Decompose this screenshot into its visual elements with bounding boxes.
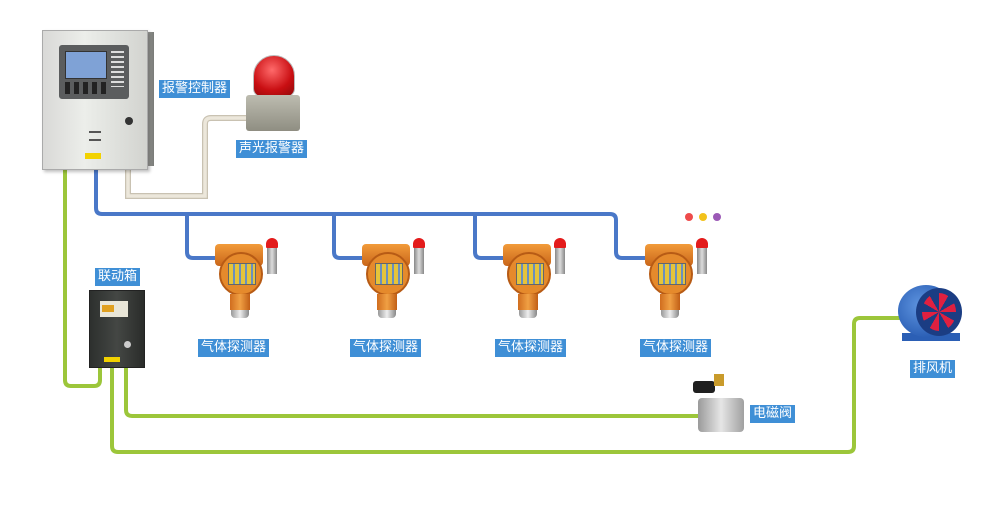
dot-purple-icon bbox=[713, 213, 721, 221]
valve-coil-icon bbox=[693, 381, 715, 393]
controller-label: 报警控制器 bbox=[159, 80, 231, 98]
linkage-box-label: 联动箱 bbox=[95, 268, 141, 286]
valve-body bbox=[698, 398, 744, 432]
detector-beacon-pole bbox=[697, 246, 707, 274]
valve-label: 电磁阀 bbox=[750, 405, 796, 423]
detector-beacon-icon bbox=[413, 238, 425, 248]
detector-display bbox=[219, 252, 263, 296]
valve-cap bbox=[714, 374, 724, 386]
controller-control-panel bbox=[59, 45, 129, 99]
detector-display bbox=[649, 252, 693, 296]
detector-sensor-cap bbox=[231, 310, 249, 318]
controller-cabinet bbox=[42, 30, 148, 170]
detector-sensor-neck bbox=[518, 294, 538, 310]
controller-indicator-leds bbox=[111, 51, 124, 87]
wire-linkage-valve bbox=[124, 366, 700, 418]
detector-sensor-cap bbox=[661, 310, 679, 318]
detector-sensor-neck bbox=[660, 294, 680, 310]
wire-bus-main bbox=[94, 168, 645, 260]
gas-detector-1[interactable] bbox=[203, 238, 283, 318]
detector-beacon-pole bbox=[555, 246, 565, 274]
detector-display bbox=[366, 252, 410, 296]
detector-sensor-neck bbox=[230, 294, 250, 310]
wire-controller-linkage bbox=[63, 168, 102, 388]
gas-detector-2[interactable] bbox=[350, 238, 430, 318]
controller-lock-icon bbox=[125, 117, 133, 125]
linkage-display bbox=[100, 301, 128, 317]
strobe-lamp-icon bbox=[253, 55, 295, 97]
controller-speaker-icon bbox=[89, 131, 101, 141]
detector-label-1: 气体探测器 bbox=[198, 339, 270, 357]
wire-bus-drop-3 bbox=[473, 214, 503, 260]
detector-display bbox=[507, 252, 551, 296]
strobe-label: 声光报警器 bbox=[236, 140, 308, 158]
detector-beacon-icon bbox=[266, 238, 278, 248]
linkage-warning-sticker bbox=[104, 357, 120, 362]
detector-label-4: 气体探测器 bbox=[640, 339, 712, 357]
controller-side-panel bbox=[146, 32, 154, 166]
detector-beacon-pole bbox=[267, 246, 277, 274]
controller-keypad bbox=[65, 82, 109, 94]
dot-yellow-icon bbox=[699, 213, 707, 221]
gas-detector-4[interactable] bbox=[633, 238, 713, 318]
detector-beacon-icon bbox=[554, 238, 566, 248]
detector-sensor-cap bbox=[378, 310, 396, 318]
dot-red-icon bbox=[685, 213, 693, 221]
detector-sensor-cap bbox=[519, 310, 537, 318]
fan-blades-icon bbox=[922, 293, 956, 331]
linkage-box[interactable] bbox=[89, 290, 145, 368]
detector-beacon-icon bbox=[696, 238, 708, 248]
detector-beacon-pole bbox=[414, 246, 424, 274]
strobe-base bbox=[246, 95, 300, 131]
wire-linkage-fan bbox=[110, 316, 900, 454]
fan-stand bbox=[902, 333, 960, 341]
linkage-lock-icon bbox=[124, 341, 131, 348]
fan-label: 排风机 bbox=[910, 360, 956, 378]
detector-label-2: 气体探测器 bbox=[350, 339, 422, 357]
detector-label-3: 气体探测器 bbox=[495, 339, 567, 357]
controller-lcd-screen bbox=[65, 51, 107, 79]
wire-bus-drop-1 bbox=[185, 214, 215, 260]
controller-warning-sticker bbox=[85, 153, 101, 159]
detector-sensor-neck bbox=[377, 294, 397, 310]
exhaust-fan[interactable] bbox=[898, 285, 964, 345]
gas-detector-3[interactable] bbox=[491, 238, 571, 318]
wire-controller-strobe-inner bbox=[126, 116, 250, 198]
wire-bus-drop-2 bbox=[332, 214, 362, 260]
